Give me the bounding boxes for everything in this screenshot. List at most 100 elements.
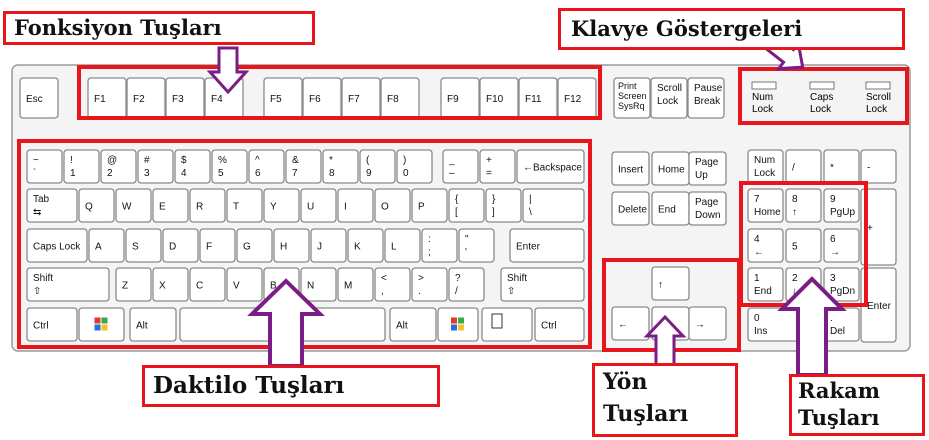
key-v[interactable]: V (226, 267, 263, 302)
key-tab[interactable]: Tab⇆ (26, 188, 78, 223)
key-equal[interactable]: += (479, 149, 516, 184)
key-j[interactable]: J (310, 228, 347, 263)
key-ndot[interactable]: .Del (823, 307, 860, 342)
key-d9[interactable]: (9 (359, 149, 396, 184)
key-quote[interactable]: "' (458, 228, 495, 263)
key-nplus[interactable]: + (860, 188, 897, 266)
key-d[interactable]: D (162, 228, 199, 263)
key-d2[interactable]: @2 (100, 149, 137, 184)
key-s[interactable]: S (125, 228, 162, 263)
key-right[interactable]: → (688, 306, 727, 341)
key-t[interactable]: T (226, 188, 263, 223)
key-f9[interactable]: F9 (440, 77, 480, 119)
key-semi[interactable]: :; (421, 228, 458, 263)
key-tilde[interactable]: ~` (26, 149, 63, 184)
key-left[interactable]: ← (611, 306, 650, 341)
key-lbr[interactable]: {[ (448, 188, 485, 223)
key-ndiv[interactable]: / (785, 149, 822, 184)
key-period[interactable]: >. (411, 267, 448, 302)
windows-logo-icon (451, 324, 457, 331)
key-f6[interactable]: F6 (302, 77, 342, 119)
key-d0[interactable]: )0 (396, 149, 433, 184)
key-n5[interactable]: 5 (785, 228, 822, 263)
key-w[interactable]: W (115, 188, 152, 223)
key-caps[interactable]: Caps Lock (26, 228, 88, 263)
key-u[interactable]: U (300, 188, 337, 223)
key-minus[interactable]: _– (442, 149, 479, 184)
key-d5[interactable]: %5 (211, 149, 248, 184)
key-e[interactable]: E (152, 188, 189, 223)
key-z[interactable]: Z (115, 267, 152, 302)
key-lwin[interactable] (78, 307, 125, 342)
key-nmul[interactable]: * (823, 149, 860, 184)
key-f8[interactable]: F8 (380, 77, 420, 119)
key-c[interactable]: C (189, 267, 226, 302)
key-delete[interactable]: Delete (611, 191, 650, 226)
key-f2[interactable]: F2 (126, 77, 166, 119)
key-n[interactable]: N (300, 267, 337, 302)
svg-text:`: ` (33, 167, 36, 179)
key-lalt[interactable]: Alt (129, 307, 177, 342)
key-k[interactable]: K (347, 228, 384, 263)
key-h[interactable]: H (273, 228, 310, 263)
key-insert[interactable]: Insert (611, 151, 650, 186)
key-g[interactable]: G (236, 228, 273, 263)
key-bslash[interactable]: |\ (522, 188, 585, 223)
key-f1[interactable]: F1 (87, 77, 127, 119)
key-rwin[interactable] (437, 307, 479, 342)
key-f3[interactable]: F3 (165, 77, 205, 119)
key-lshift[interactable]: Shift⇧ (26, 267, 110, 302)
key-x[interactable]: X (152, 267, 189, 302)
key-rbr[interactable]: }] (485, 188, 522, 223)
key-n8[interactable]: 8↑ (785, 188, 822, 223)
key-q[interactable]: Q (78, 188, 115, 223)
key-d3[interactable]: #3 (137, 149, 174, 184)
key-home[interactable]: Home (651, 151, 690, 186)
key-y[interactable]: Y (263, 188, 300, 223)
key-rshift[interactable]: Shift⇧ (500, 267, 585, 302)
label-direction-line1: Yön (603, 369, 648, 395)
key-f10[interactable]: F10 (479, 77, 519, 119)
key-f11[interactable]: F11 (518, 77, 558, 119)
key-ralt[interactable]: Alt (389, 307, 437, 342)
key-d7[interactable]: &7 (285, 149, 322, 184)
key-comma[interactable]: <, (374, 267, 411, 302)
key-f7[interactable]: F7 (341, 77, 381, 119)
key-n6[interactable]: 6→ (823, 228, 860, 263)
key-backspace[interactable]: ←Backspace (516, 149, 585, 184)
key-rctrl[interactable]: Ctrl (534, 307, 585, 342)
key-r[interactable]: R (189, 188, 226, 223)
key-o[interactable]: O (374, 188, 411, 223)
key-d4[interactable]: $4 (174, 149, 211, 184)
key-a[interactable]: A (88, 228, 125, 263)
key-nminus[interactable]: - (860, 149, 897, 184)
key-slash[interactable]: ?/ (448, 267, 485, 302)
key-d1[interactable]: !1 (63, 149, 100, 184)
key-m[interactable]: M (337, 267, 374, 302)
key-f[interactable]: F (199, 228, 236, 263)
key-l[interactable]: L (384, 228, 421, 263)
key-f5[interactable]: F5 (263, 77, 303, 119)
key-n4[interactable]: 4← (747, 228, 784, 263)
key-esc[interactable]: Esc (19, 77, 59, 119)
key-f12[interactable]: F12 (557, 77, 597, 119)
key-end[interactable]: End (651, 191, 690, 226)
key-up[interactable]: ↑ (651, 266, 690, 301)
key-d8[interactable]: *8 (322, 149, 359, 184)
key-lctrl[interactable]: Ctrl (26, 307, 78, 342)
key-p[interactable]: P (411, 188, 448, 223)
key-menu[interactable] (481, 307, 533, 342)
key-enter[interactable]: Enter (509, 228, 585, 263)
key-d6[interactable]: ^6 (248, 149, 285, 184)
key-i[interactable]: I (337, 188, 374, 223)
